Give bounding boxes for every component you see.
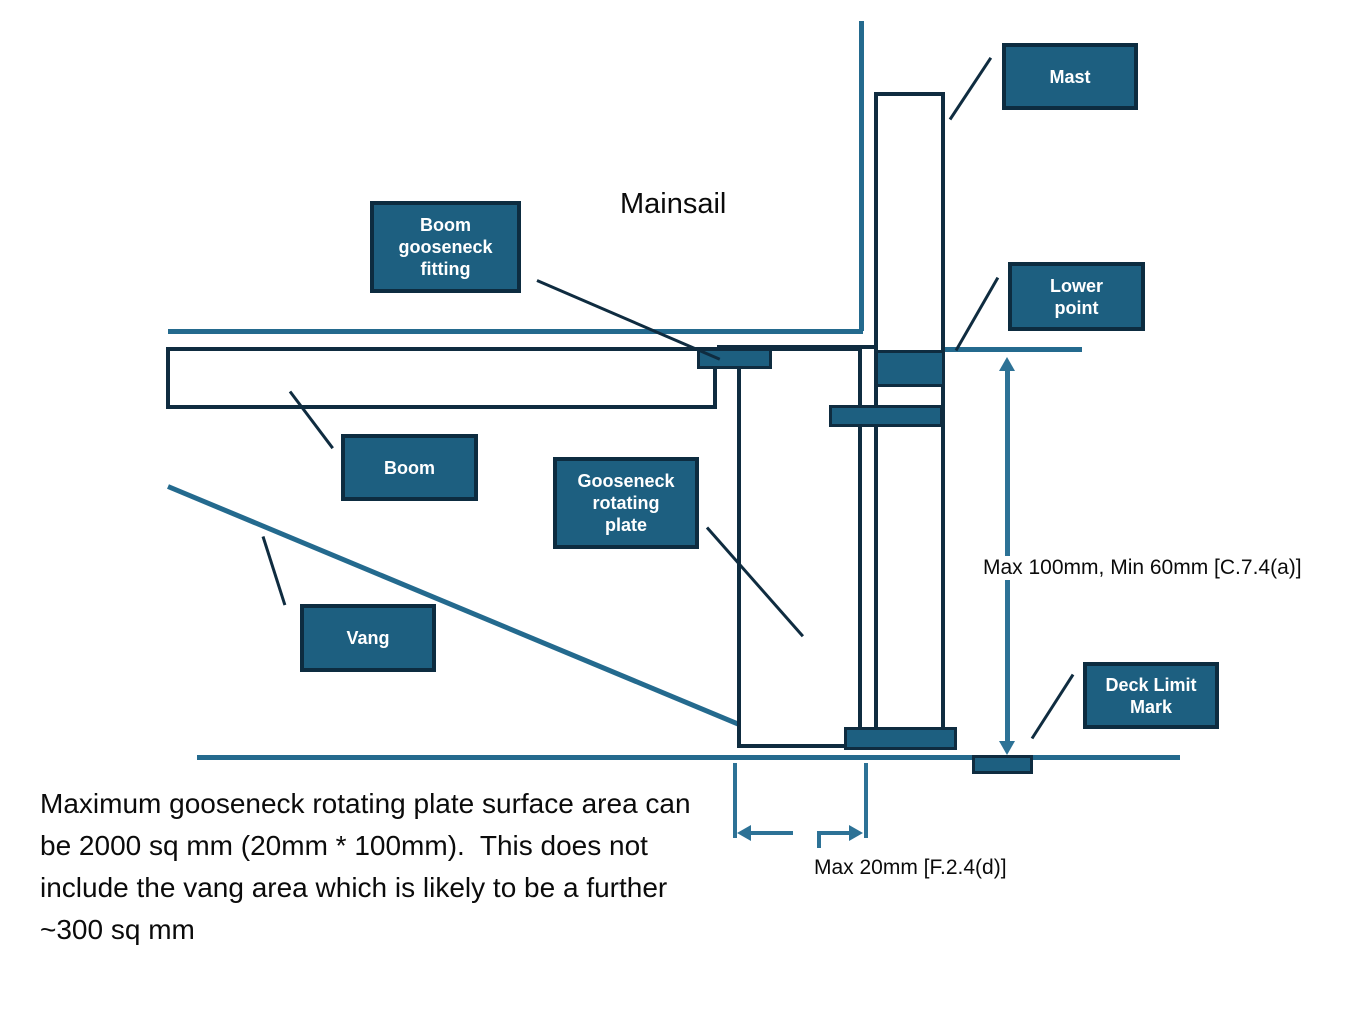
- vang-label-text: Vang: [346, 628, 390, 648]
- mainsail-luff-line: [859, 21, 864, 331]
- lower-point-pointer-line: [954, 276, 1000, 352]
- width-dimension-text: Max 20mm [F.2.4(d)]: [810, 856, 1011, 880]
- mast-label-text: Mast: [1049, 66, 1091, 87]
- height-dimension-text: Max 100mm, Min 60mm [C.7.4(a)]: [979, 556, 1306, 580]
- gooseneck-mast-band: [829, 405, 943, 427]
- boom-outline: [166, 347, 717, 409]
- deck-limit-mark-label-text: Deck Limit Mark: [1105, 674, 1197, 717]
- mainsail-foot-line: [168, 329, 863, 334]
- lower-point-label: Lower point: [1008, 262, 1145, 331]
- boom-label: Boom: [341, 434, 478, 501]
- deck-limit-mark-shape: [972, 755, 1033, 774]
- height-dimension-arrowhead-top: [999, 357, 1015, 371]
- width-dimension-left-line: [750, 831, 793, 835]
- width-dimension-left-tick: [733, 763, 737, 838]
- lower-point-label-text: Lower point: [1049, 275, 1103, 318]
- width-dimension-right-tick: [864, 763, 868, 838]
- vang-pointer-line: [261, 536, 287, 606]
- mast-pointer-line: [948, 56, 993, 121]
- gooseneck-rotating-plate-label: Gooseneck rotating plate: [553, 457, 699, 549]
- width-dimension-elbow-riser: [817, 832, 821, 848]
- width-dimension-right-line: [817, 831, 849, 835]
- height-dimension-arrowhead-bottom: [999, 741, 1015, 755]
- mast-label: Mast: [1002, 43, 1138, 110]
- gooseneck-rotating-plate-outline: [737, 347, 862, 748]
- deck-limit-mark-label: Deck Limit Mark: [1083, 662, 1219, 729]
- deck-line: [197, 755, 1180, 760]
- width-dimension-arrowhead-left: [737, 825, 751, 841]
- mainsail-title: Mainsail: [620, 188, 727, 220]
- boom-gooseneck-fitting-shape: [697, 348, 772, 369]
- note-text: Maximum gooseneck rotating plate surface…: [40, 788, 699, 945]
- mast-deck-band: [844, 727, 957, 750]
- mast-lower-point-band: [875, 350, 945, 387]
- deck-limit-mark-pointer-line: [1030, 673, 1075, 740]
- width-dimension-arrowhead-right: [849, 825, 863, 841]
- gooseneck-rotating-plate-label-text: Gooseneck rotating plate: [577, 471, 675, 535]
- boom-gooseneck-fitting-label-text: Boom gooseneck fitting: [398, 215, 493, 279]
- lower-point-line: [945, 347, 1082, 352]
- boom-gooseneck-fitting-label: Boom gooseneck fitting: [370, 201, 521, 293]
- boom-label-text: Boom: [384, 457, 435, 478]
- vang-label: Vang: [300, 604, 436, 672]
